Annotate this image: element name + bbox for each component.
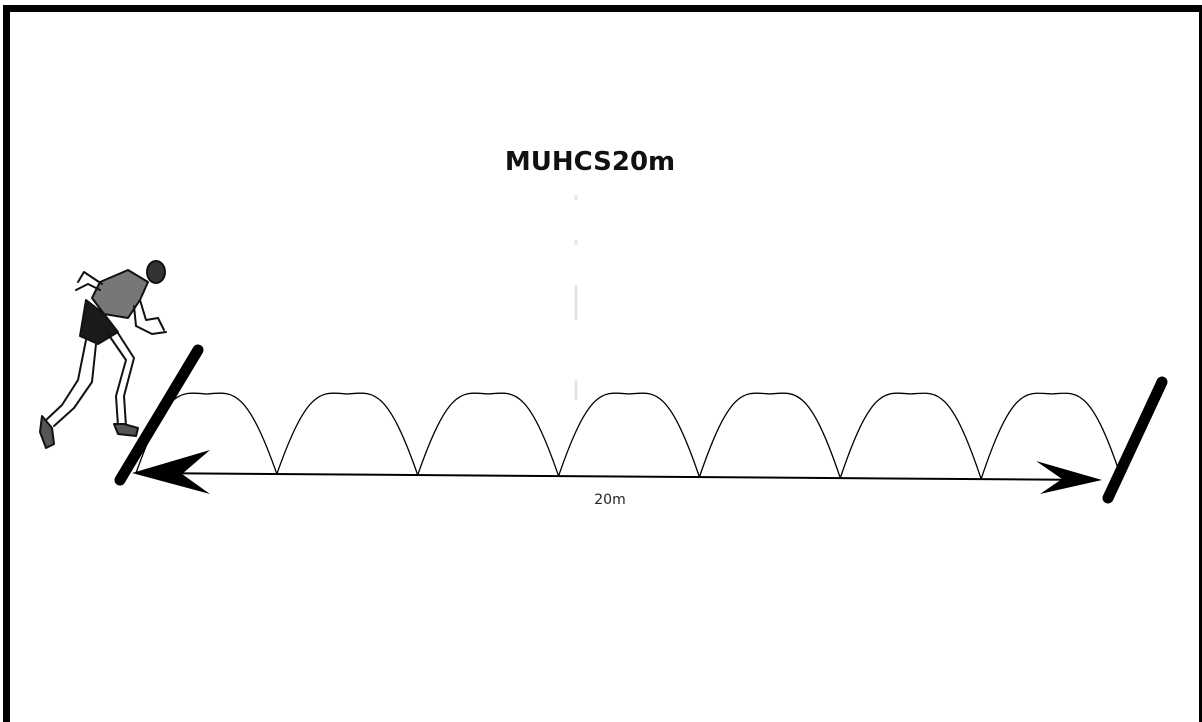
running-athlete-icon: [39, 260, 167, 449]
hop-arc: [276, 392, 419, 476]
hop-arc: [135, 392, 278, 475]
hop-arc: [698, 392, 841, 479]
hop-arc: [557, 392, 701, 478]
start-line-icon: [114, 344, 204, 486]
hop-arcs: [135, 392, 1123, 481]
distance-label: 20m: [594, 492, 626, 508]
finish-line-icon: [1102, 376, 1168, 504]
hop-arc: [980, 392, 1123, 481]
diagram-title: MUHCS20m: [504, 147, 676, 177]
hop-arc: [839, 392, 982, 480]
diagram-frame: [3, 5, 1202, 722]
double-arrow-icon: [132, 450, 1102, 494]
hop-arc: [417, 392, 560, 477]
